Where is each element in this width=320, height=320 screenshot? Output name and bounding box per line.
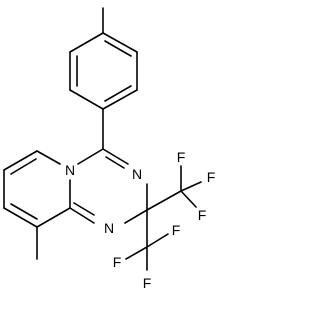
bond-cf3a-f2 [180, 181, 202, 192]
bond-tolyl-3 [102, 89, 138, 110]
bond-tolyl-double-2 [104, 85, 132, 102]
atom-fluorine-2: F [207, 169, 216, 185]
atom-n-ring-bridgehead: N [65, 162, 75, 178]
bond-c8-c9 [3, 207, 38, 228]
bond-cf3b-f6 [125, 246, 148, 260]
atom-fluorine-6: F [113, 254, 122, 270]
bond-c2-n-lower [124, 209, 148, 224]
atom-fluorine-1: F [177, 149, 186, 165]
bond-n-lower-c9a [69, 207, 95, 224]
atom-n-upper: N [132, 166, 142, 182]
bond-n-ring-c6 [36, 150, 61, 165]
atom-fluorine-4: F [172, 222, 181, 238]
atom-fluorine-5: F [143, 275, 152, 291]
bond-c6-c7 [3, 150, 38, 171]
bond-tolyl-6 [69, 32, 104, 53]
atom-n-lower: N [104, 220, 114, 236]
bond-c8-c9-double [10, 203, 38, 220]
bond-cf3a-f3 [180, 190, 197, 208]
bond-tolyl-4 [69, 89, 104, 110]
atom-fluorine-3: F [198, 207, 207, 223]
bond-c9-c9a [36, 207, 71, 228]
bond-n-lower-c9a-double [73, 202, 95, 216]
bond-c4-n-ring [77, 148, 104, 165]
bond-cf3b-f4 [146, 233, 169, 248]
bond-c4-n-upper-double [105, 156, 125, 169]
bond-c6-c7-double [10, 158, 37, 175]
bond-c4-n-upper [102, 148, 129, 165]
bond-tolyl-double-1 [104, 40, 132, 57]
chemical-structure: N N N F F F F F F [3, 7, 216, 291]
bond-c2-cf3a [146, 190, 182, 211]
bond-tolyl-1 [102, 32, 138, 53]
